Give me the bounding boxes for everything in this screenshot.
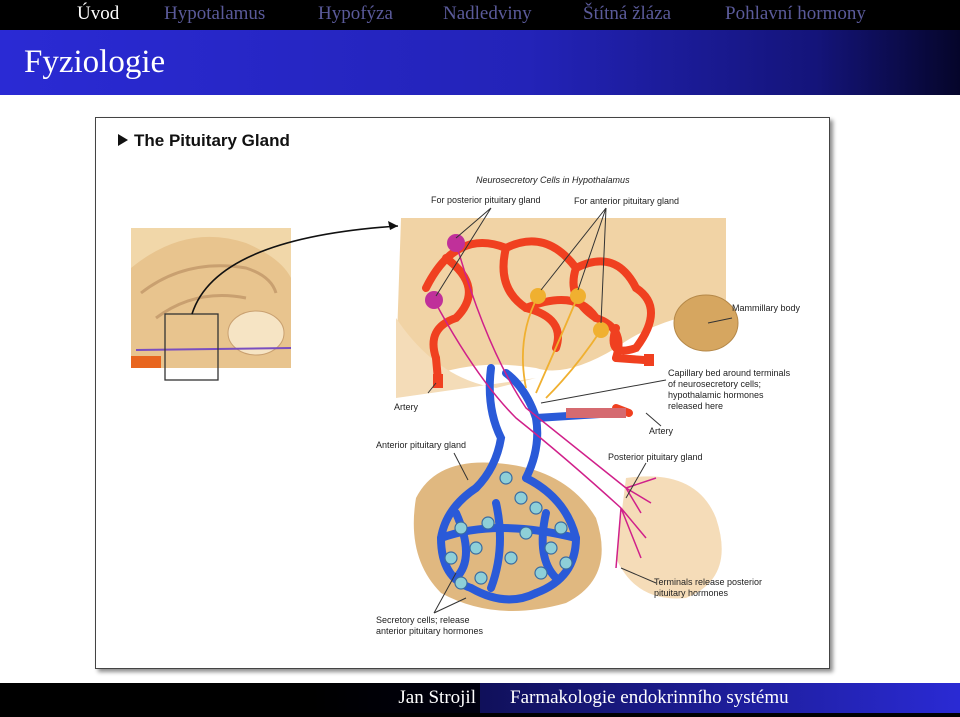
figure-heading: The Pituitary Gland — [134, 131, 290, 150]
posterior-neuron-body — [447, 234, 465, 252]
pituitary-figure: The Pituitary Gland — [95, 117, 830, 669]
slide-title-bar: Fyziologie — [0, 30, 960, 95]
label-capillary-line3: hypothalamic hormones — [668, 390, 764, 400]
label-capillary-line1: Capillary bed around terminals — [668, 368, 791, 378]
section-navigation: Úvod Hypotalamus Hypofýza Nadledviny Ští… — [0, 0, 960, 30]
right-artery-stub — [644, 354, 654, 366]
label-mammillary: Mammillary body — [732, 303, 801, 313]
nav-item-pohlavni-hormony[interactable]: Pohlavní hormony — [725, 3, 866, 24]
label-artery-left: Artery — [394, 402, 419, 412]
pituitary-diagram: The Pituitary Gland — [118, 131, 801, 636]
label-anterior-cells: For anterior pituitary gland — [574, 196, 679, 206]
anterior-neuron-body — [530, 288, 546, 304]
label-anterior-gland: Anterior pituitary gland — [376, 440, 466, 450]
anterior-neuron-body — [570, 288, 586, 304]
nav-item-uvod[interactable]: Úvod — [77, 3, 120, 24]
label-posterior-gland: Posterior pituitary gland — [608, 452, 703, 462]
nav-item-hypotalamus[interactable]: Hypotalamus — [164, 3, 266, 24]
anterior-neuron-axons — [521, 295, 602, 399]
slide-title: Fyziologie — [24, 44, 166, 80]
secretory-cells — [444, 471, 573, 590]
leader-lines — [427, 207, 733, 614]
anterior-neuron-body — [593, 322, 609, 338]
label-secretory-line1: Secretory cells; release — [376, 615, 470, 625]
posterior-lobe — [616, 476, 722, 599]
artery-gradient-segment — [566, 408, 626, 418]
mammillary-body — [673, 294, 739, 352]
label-capillary-line2: of neurosecretory cells; — [668, 379, 761, 389]
label-posterior-cells: For posterior pituitary gland — [431, 195, 541, 205]
label-terminals-line1: Terminals release posterior — [654, 577, 762, 587]
posterior-neuron-axons — [433, 242, 657, 569]
label-neurosecretory: Neurosecretory Cells in Hypothalamus — [476, 175, 630, 185]
nav-item-stitna-zlaza[interactable]: Štítná žláza — [583, 3, 672, 24]
brain-inset — [131, 221, 399, 381]
footer-author: Jan Strojil — [310, 683, 480, 713]
label-terminals-line2: pituitary hormones — [654, 588, 729, 598]
footer-course: Farmakologie endokrinního systému — [480, 683, 960, 713]
label-secretory-line2: anterior pituitary hormones — [376, 626, 484, 636]
left-artery-stub — [433, 374, 443, 388]
heading-arrow-icon — [118, 134, 128, 146]
nav-item-hypofyza[interactable]: Hypofýza — [318, 3, 393, 24]
nav-item-nadledviny[interactable]: Nadledviny — [443, 3, 532, 24]
posterior-neuron-body — [425, 291, 443, 309]
label-capillary-line4: released here — [668, 401, 723, 411]
pointer-arrow-icon — [388, 221, 398, 230]
footer-bar: Jan Strojil Farmakologie endokrinního sy… — [0, 683, 960, 717]
label-artery-right: Artery — [649, 426, 674, 436]
inset-highlight-box — [164, 313, 219, 381]
